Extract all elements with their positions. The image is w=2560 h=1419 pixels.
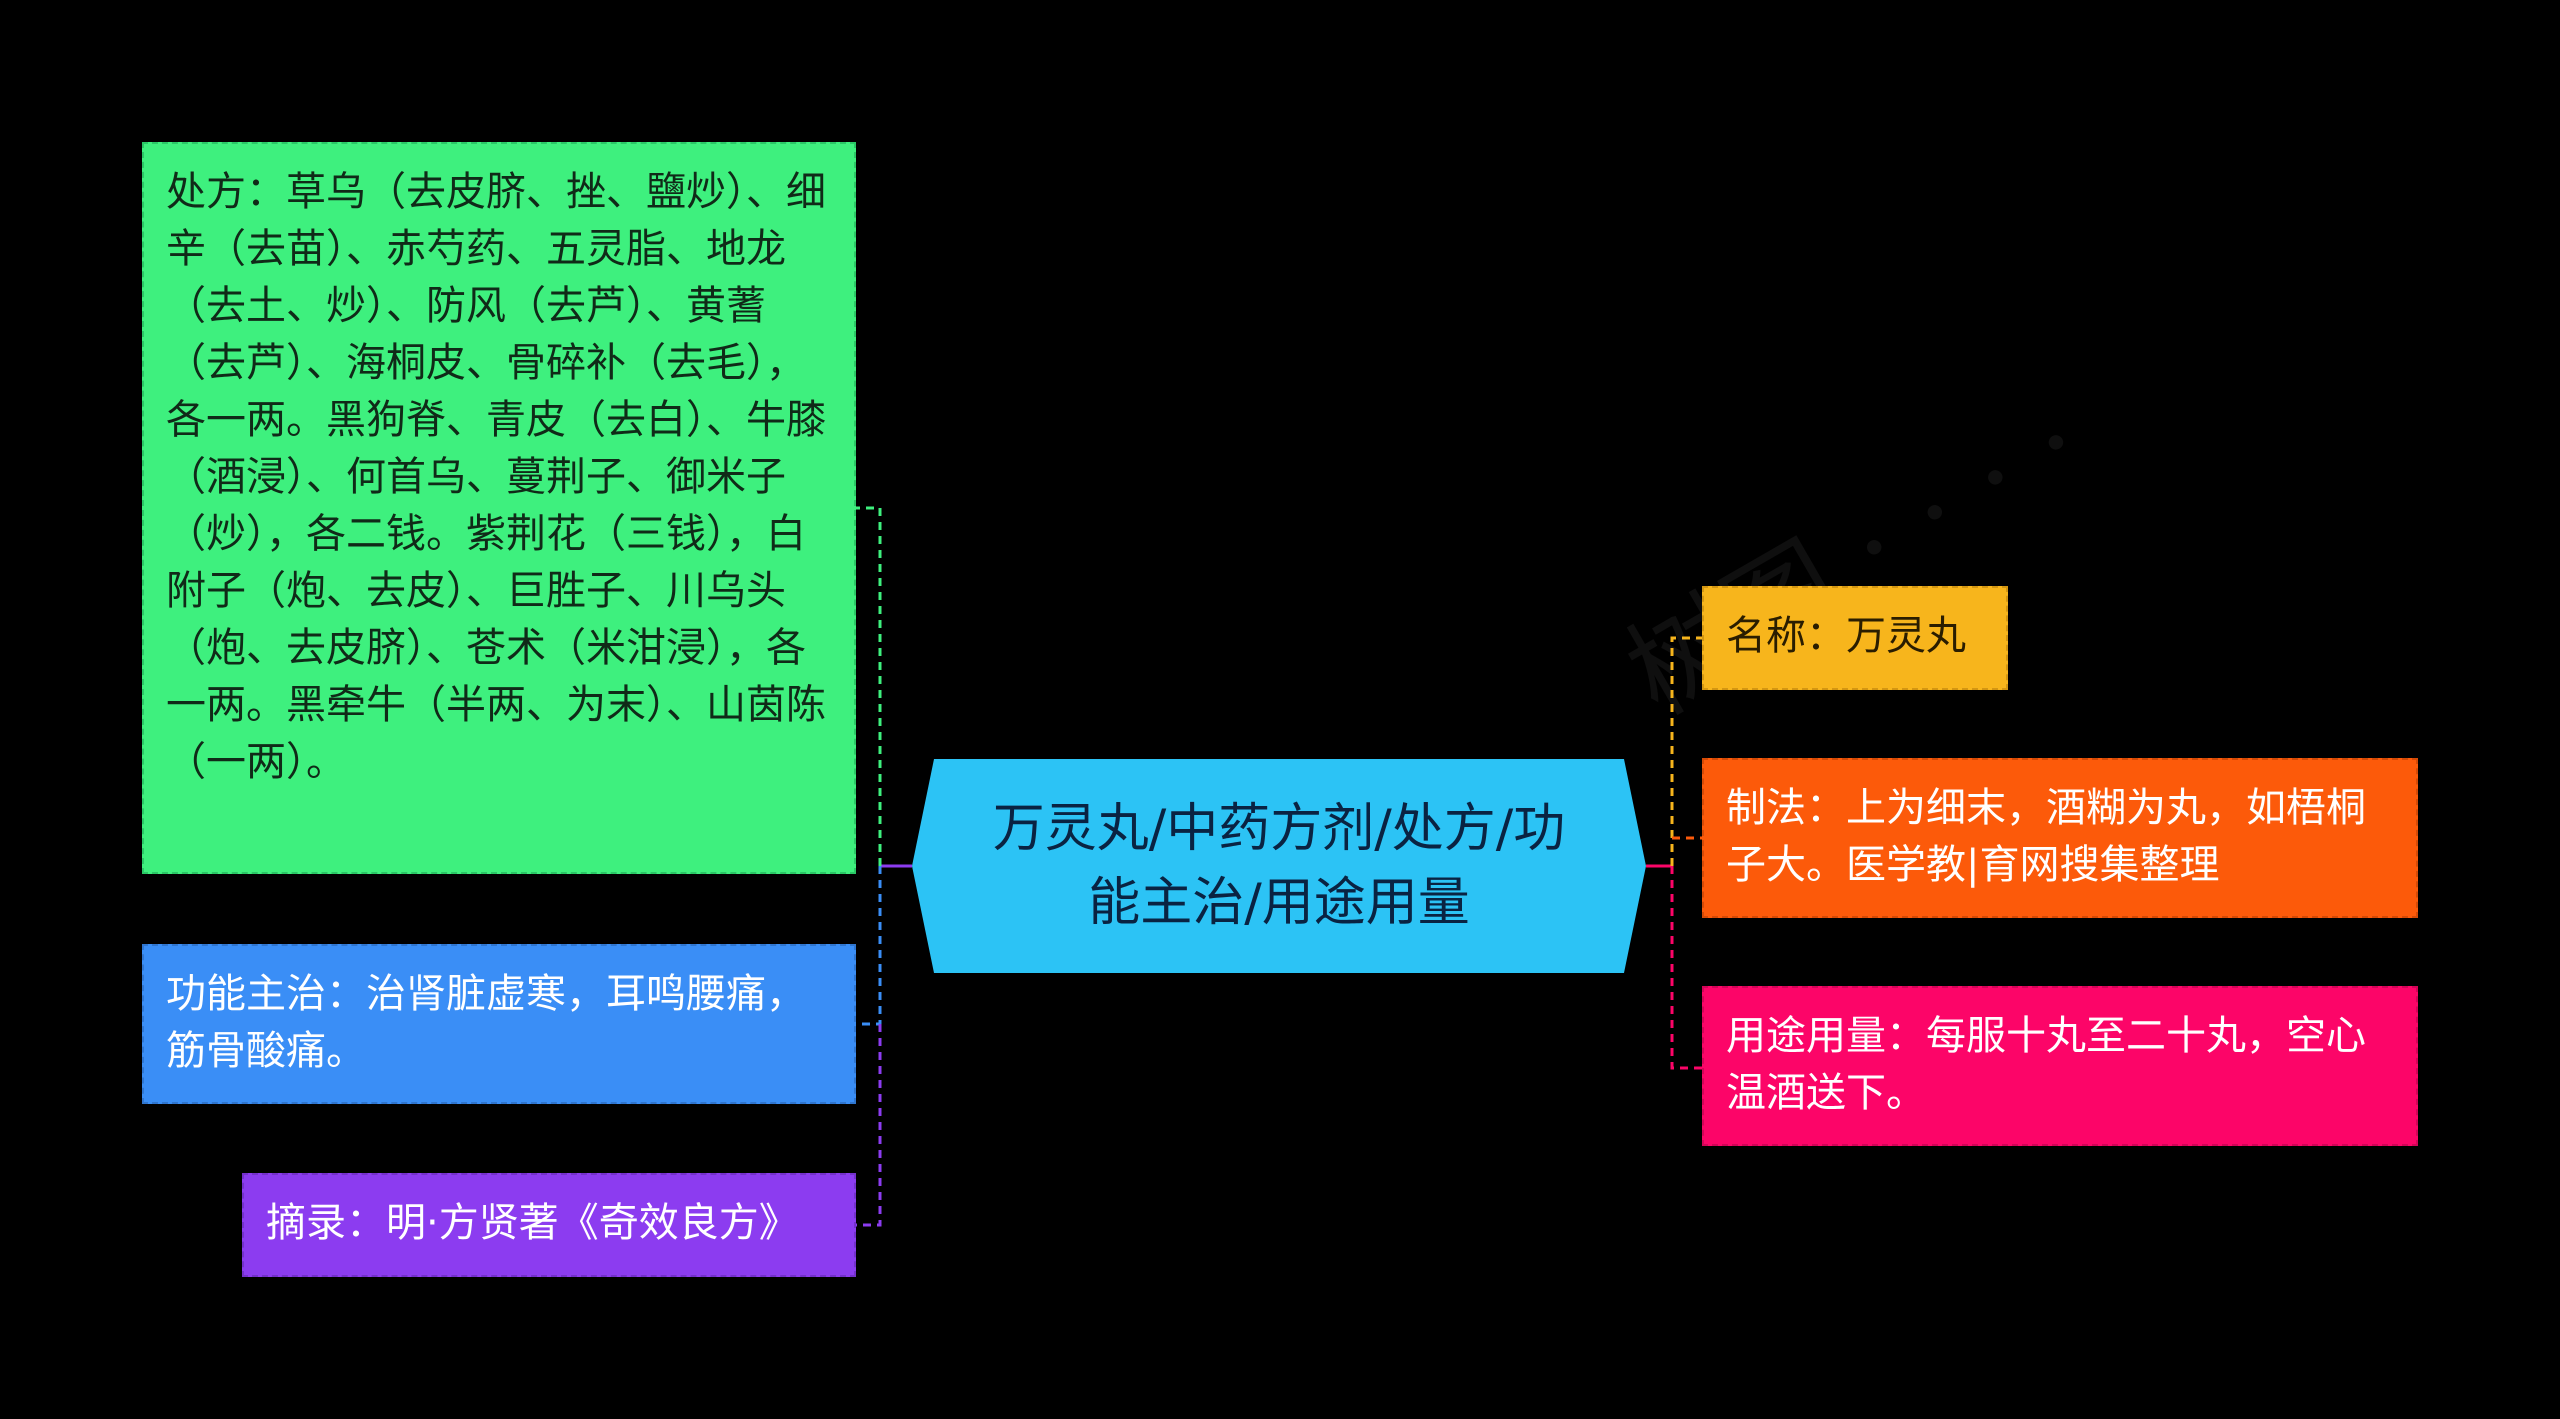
method-text: 制法：上为细末，酒糊为丸，如梧桐子大。医学教|育网搜集整理 [1726, 785, 2366, 888]
excerpt-text: 摘录：明·方贤著《奇效良方》 [266, 1200, 799, 1246]
connector-to-function [856, 866, 882, 1026]
central-topic-node[interactable]: 万灵丸/中药方剂/处方/功能主治/用途用量 [912, 759, 1646, 973]
name-node[interactable]: 名称：万灵丸 [1702, 586, 2008, 690]
function-text: 功能主治：治肾脏虚寒，耳鸣腰痛，筋骨酸痛。 [166, 971, 806, 1074]
usage-node[interactable]: 用途用量：每服十丸至二十丸，空心温酒送下。 [1702, 986, 2418, 1146]
usage-text: 用途用量：每服十丸至二十丸，空心温酒送下。 [1726, 1013, 2366, 1116]
connector-to-name [1670, 636, 1702, 866]
method-node[interactable]: 制法：上为细末，酒糊为丸，如梧桐子大。医学教|育网搜集整理 [1702, 758, 2418, 918]
name-text: 名称：万灵丸 [1726, 613, 1966, 659]
prescription-text: 处方：草乌（去皮脐、挫、鹽炒）、细辛（去苗）、赤芍药、五灵脂、地龙（去土、炒）、… [166, 169, 826, 785]
prescription-node[interactable]: 处方：草乌（去皮脐、挫、鹽炒）、细辛（去苗）、赤芍药、五灵脂、地龙（去土、炒）、… [142, 142, 856, 874]
connector-to-usage [1670, 866, 1702, 1070]
connector-to-excerpt [856, 1024, 882, 1227]
excerpt-node[interactable]: 摘录：明·方贤著《奇效良方》 [242, 1173, 856, 1277]
function-node[interactable]: 功能主治：治肾脏虚寒，耳鸣腰痛，筋骨酸痛。 [142, 944, 856, 1104]
central-topic-text: 万灵丸/中药方剂/处方/功能主治/用途用量 [992, 799, 1566, 933]
connector-to-prescription [856, 506, 882, 866]
